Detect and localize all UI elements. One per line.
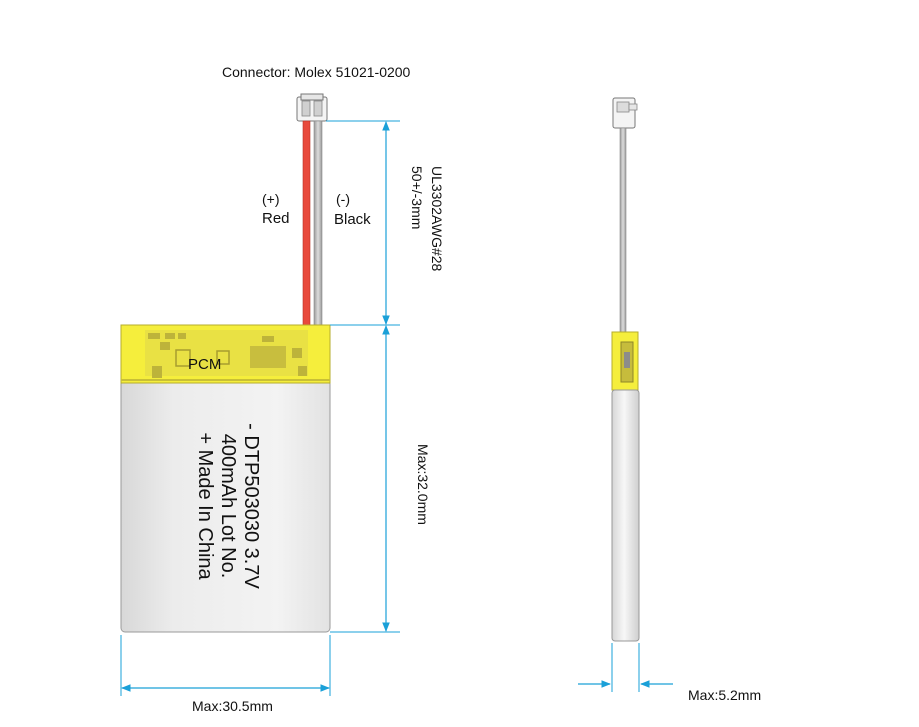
width-label: Max:30.5mm — [192, 698, 273, 714]
red-wire — [302, 120, 311, 327]
connector-icon — [296, 93, 328, 122]
side-cell-body — [611, 389, 640, 642]
side-wire — [619, 127, 627, 333]
negative-polarity: (-) — [336, 191, 350, 207]
pcm-board — [120, 324, 331, 384]
cell-label-line3: + Made In China — [194, 432, 216, 580]
black-wire — [313, 120, 323, 327]
negative-color: Black — [334, 211, 371, 228]
positive-color: Red — [262, 210, 290, 227]
wire-spec: UL3302AWG#28 50+/-3mm — [409, 166, 445, 272]
cell-label-line1: - DTP503030 3.7V — [240, 423, 262, 589]
thickness-dimension — [578, 643, 673, 692]
cell-label-line2: 400mAh Lot No. — [217, 434, 239, 579]
cell-label: - DTP503030 3.7V 400mAh Lot No. + Made I… — [194, 423, 262, 589]
height-label: Max:32.0mm — [415, 444, 431, 525]
height-dimension — [330, 325, 400, 633]
thickness-label: Max:5.2mm — [688, 687, 761, 703]
positive-polarity: (+) — [262, 191, 280, 207]
wire-spec-line1: UL3302AWG#28 — [429, 166, 445, 272]
wire-spec-line2: 50+/-3mm — [409, 166, 425, 229]
wire-length-dimension — [326, 120, 400, 326]
front-view: Connector: Molex 51021-0200 (+) Red (-) … — [120, 64, 445, 714]
pcm-label: PCM — [188, 356, 221, 373]
connector-label: Connector: Molex 51021-0200 — [222, 64, 411, 80]
width-dimension — [120, 635, 331, 696]
side-connector-icon — [612, 97, 638, 129]
side-view: Max:5.2mm — [578, 97, 761, 703]
